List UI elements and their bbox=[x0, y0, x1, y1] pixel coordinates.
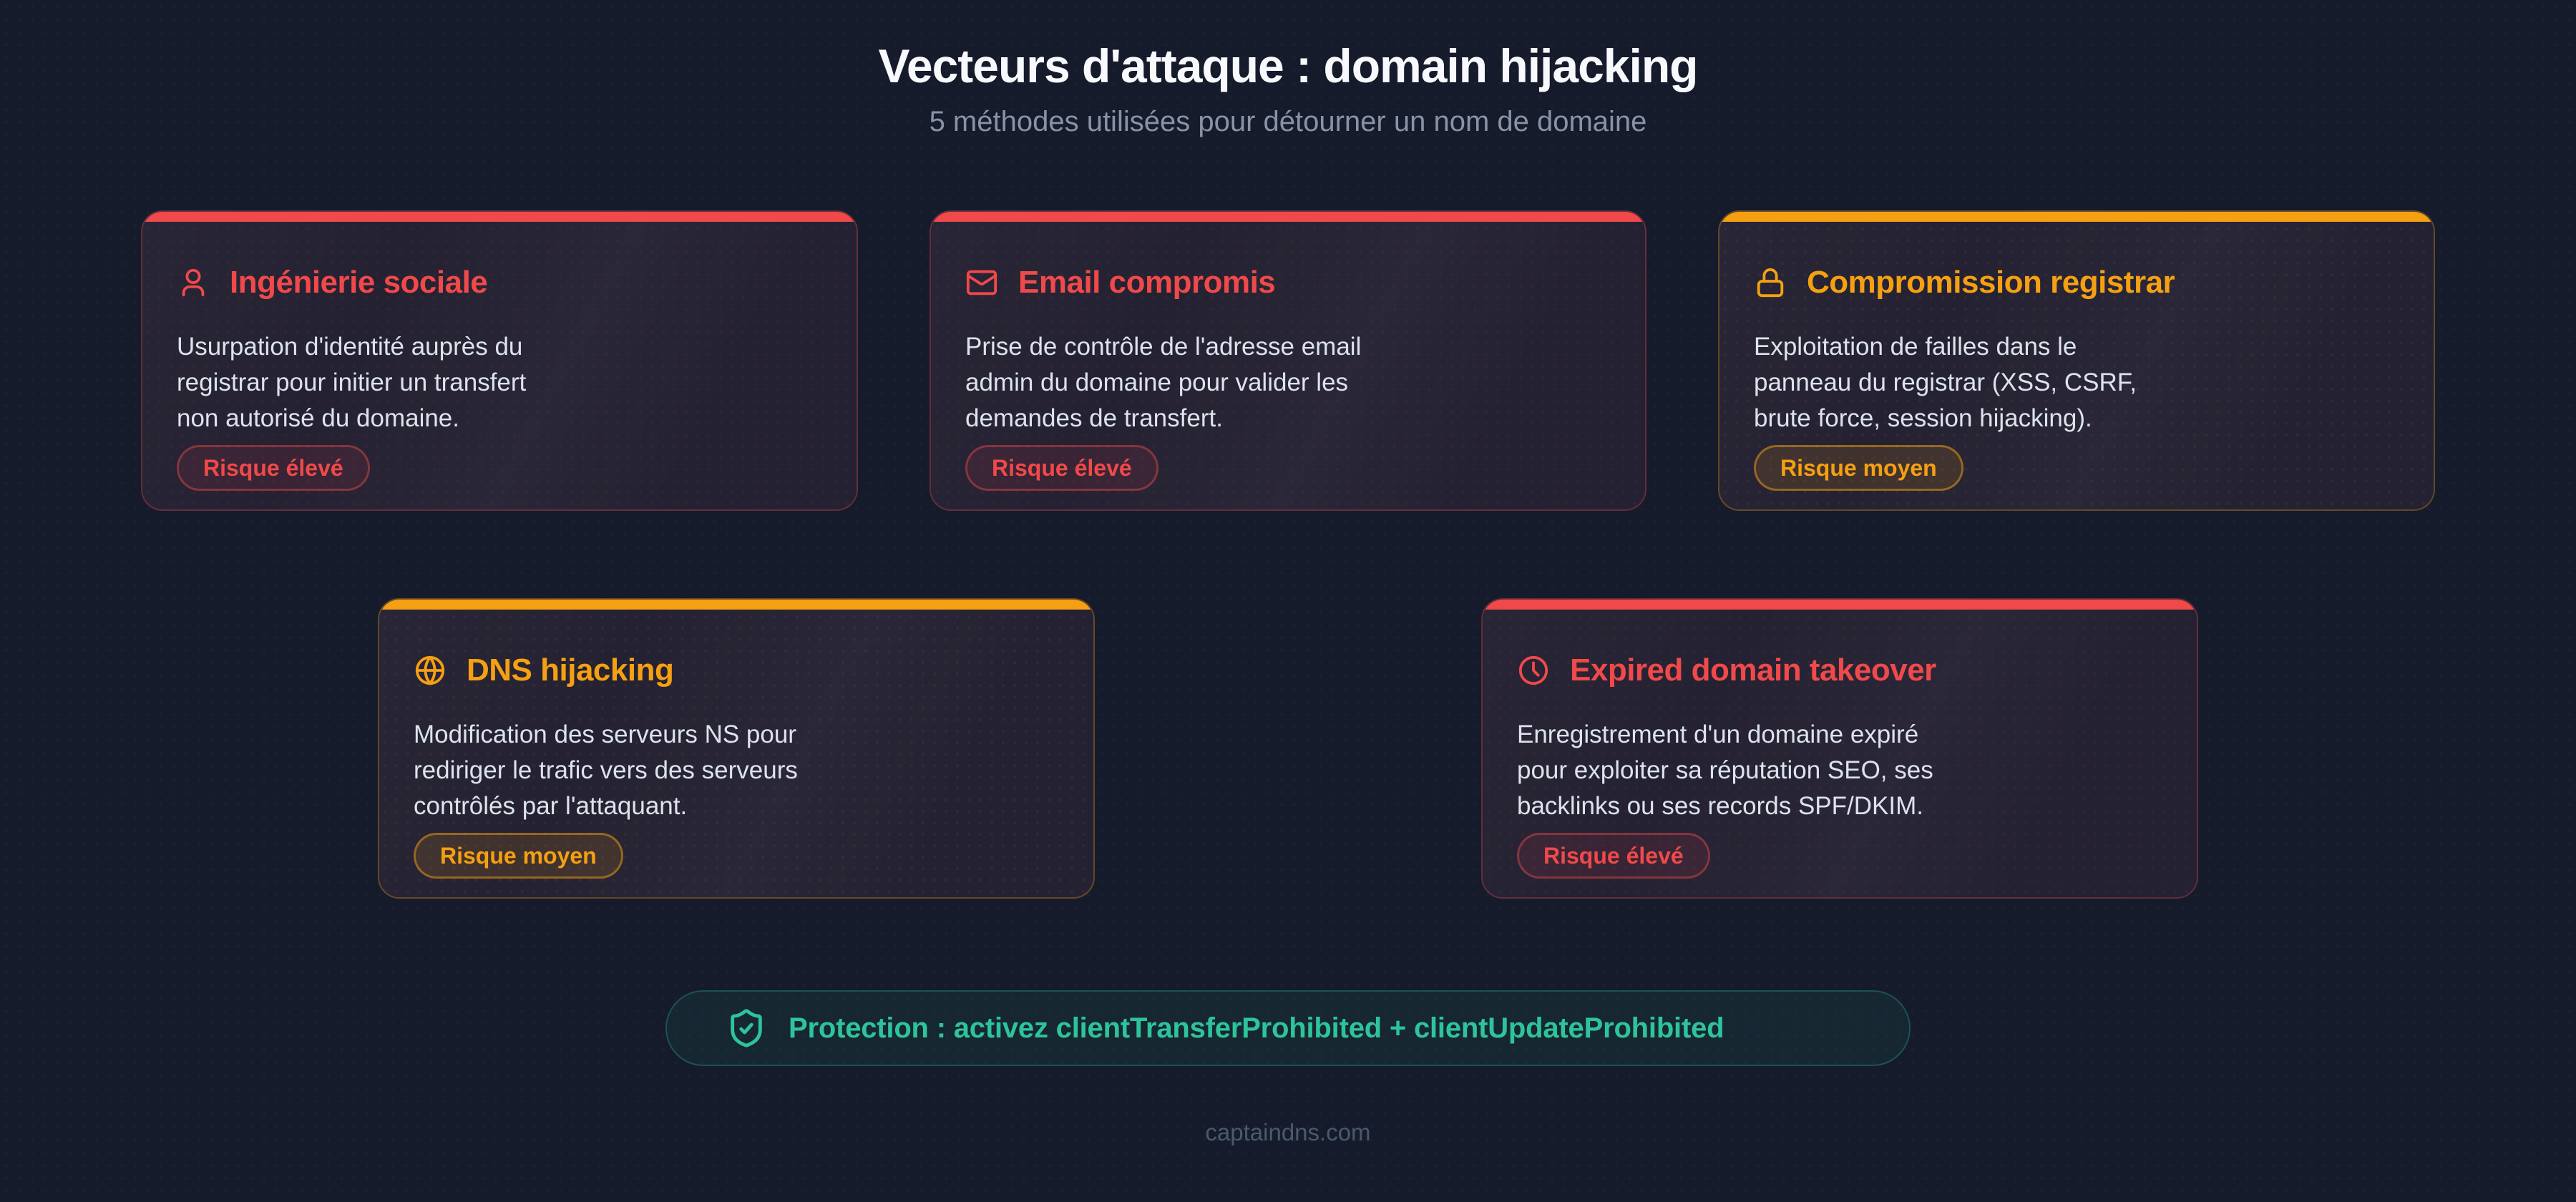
cards-row-bottom: DNS hijacking Modification des serveurs … bbox=[378, 598, 2198, 899]
mail-icon bbox=[966, 270, 997, 295]
globe-icon bbox=[415, 655, 445, 685]
shield-check-icon bbox=[731, 1009, 762, 1047]
risk-badge: Risque élevé bbox=[177, 445, 370, 491]
card-title: Expired domain takeover bbox=[1570, 653, 1936, 688]
user-icon bbox=[182, 268, 205, 297]
card-title: Email compromis bbox=[1018, 265, 1276, 300]
card-description: Enregistrement d'un domaine expiré pour … bbox=[1517, 720, 1933, 820]
card-header: Expired domain takeover bbox=[1517, 653, 2162, 688]
card-header: Ingénierie sociale bbox=[177, 265, 822, 300]
card-social-engineering: Ingénierie sociale Usurpation d'identité… bbox=[141, 210, 858, 511]
card-description: Prise de contrôle de l'adresse email adm… bbox=[965, 333, 1362, 432]
risk-badge: Risque élevé bbox=[965, 445, 1158, 491]
card-dns-hijacking: DNS hijacking Modification des serveurs … bbox=[378, 598, 1095, 899]
risk-badge: Risque moyen bbox=[414, 833, 623, 879]
card-title: Ingénierie sociale bbox=[230, 265, 488, 300]
page-subtitle: 5 méthodes utilisées pour détourner un n… bbox=[929, 106, 1647, 137]
card-title: DNS hijacking bbox=[467, 653, 674, 688]
card-description: Usurpation d'identité auprès du registra… bbox=[177, 333, 527, 432]
page-title: Vecteurs d'attaque : domain hijacking bbox=[878, 39, 1699, 92]
card-accent-bar bbox=[1719, 212, 2434, 222]
protection-banner: Protection : activez clientTransferProhi… bbox=[665, 990, 1911, 1066]
cards-row-top: Ingénierie sociale Usurpation d'identité… bbox=[141, 210, 2435, 511]
protection-label: Protection : activez clientTransferProhi… bbox=[789, 1012, 1724, 1044]
card-accent-bar bbox=[931, 212, 1645, 222]
site-watermark: captaindns.com bbox=[1205, 1119, 1371, 1145]
card-description: Modification des serveurs NS pour rediri… bbox=[414, 720, 798, 820]
card-description: Exploitation de failles dans le panneau … bbox=[1754, 333, 2137, 432]
card-expired-domain-takeover: Expired domain takeover Enregistrement d… bbox=[1481, 598, 2198, 899]
risk-badge: Risque élevé bbox=[1517, 833, 1710, 879]
card-accent-bar bbox=[379, 600, 1093, 610]
card-header: Compromission registrar bbox=[1754, 265, 2399, 300]
risk-badge: Risque moyen bbox=[1754, 445, 1963, 491]
clock-icon bbox=[1518, 655, 1548, 685]
card-accent-bar bbox=[1483, 600, 2197, 610]
card-header: Email compromis bbox=[965, 265, 1611, 300]
card-header: DNS hijacking bbox=[414, 653, 1059, 688]
card-accent-bar bbox=[142, 212, 857, 222]
card-email-compromise: Email compromis Prise de contrôle de l'a… bbox=[930, 210, 1646, 511]
lock-icon bbox=[1757, 268, 1784, 298]
card-registrar-compromise: Compromission registrar Exploitation de … bbox=[1718, 210, 2435, 511]
card-title: Compromission registrar bbox=[1807, 265, 2175, 300]
